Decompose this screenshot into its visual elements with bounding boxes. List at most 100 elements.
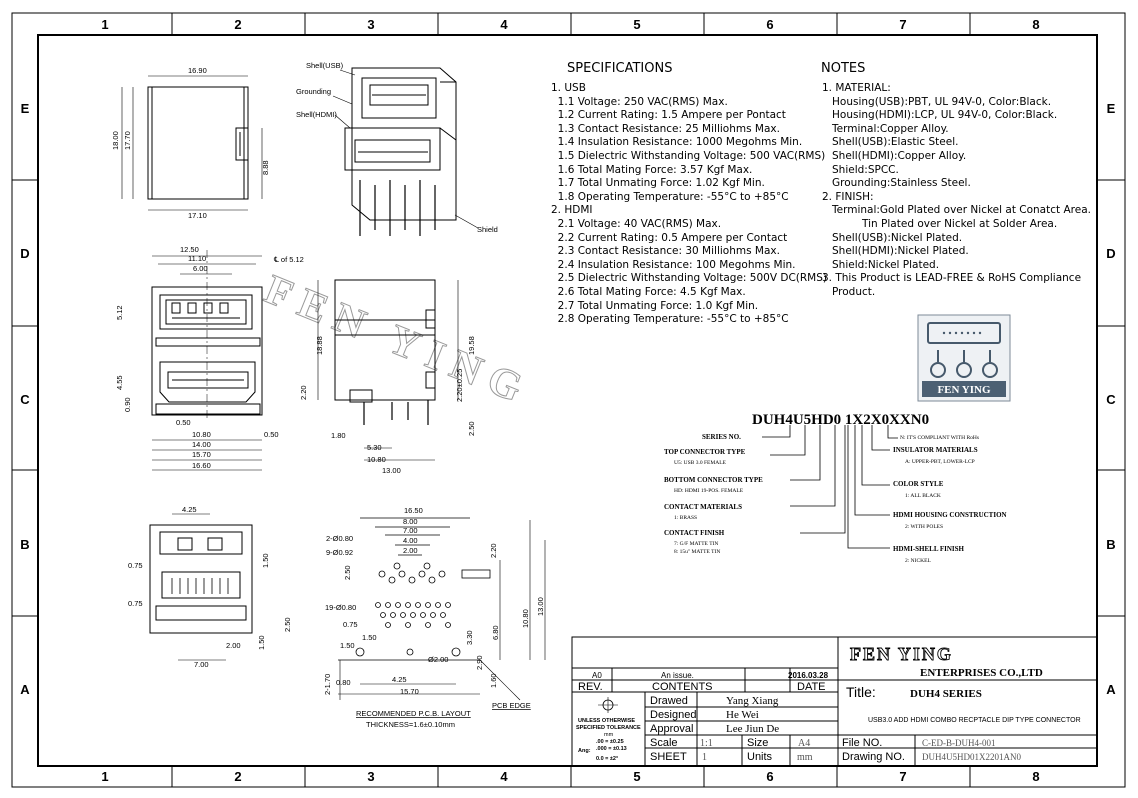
grid-row-e: E xyxy=(21,101,30,116)
grid-col-8: 8 xyxy=(1032,17,1039,32)
dim-text: 0.75 xyxy=(343,620,358,629)
company-name: FEN YING xyxy=(850,644,953,664)
note-line: 2. FINISH: xyxy=(822,190,874,203)
label-shell-usb: Shell(USB) xyxy=(306,61,344,70)
part-number-tree xyxy=(762,425,898,549)
grid-col-3: 3 xyxy=(367,17,374,32)
dim-text: 17.70 xyxy=(123,131,132,150)
units-label: Units xyxy=(747,751,773,763)
dim-text: 19.58 xyxy=(467,336,476,355)
front-view xyxy=(151,250,263,471)
rev-date: 2016.03.28 xyxy=(788,671,829,680)
grid-col-1: 1 xyxy=(101,17,108,32)
grid-col-4-bottom: 4 xyxy=(500,769,508,784)
spec-line: 2.6 Total Mating Force: 4.5 Kgf Max. xyxy=(551,285,746,298)
dim-text: 2.50 xyxy=(467,421,476,436)
dim-text: 12.50 xyxy=(180,245,199,254)
grid-row-a-right: A xyxy=(1106,682,1116,697)
rev-code: A0 xyxy=(592,671,602,680)
approval-value: Lee Jiun De xyxy=(726,723,779,735)
note-line: 3. This Product is LEAD-FREE & RoHS Comp… xyxy=(822,272,1082,285)
dim-text: 9-Ø0.92 xyxy=(326,548,353,557)
approval-label: Approval xyxy=(650,723,693,735)
description: USB3.0 ADD HDMI COMBO RECPTACLE DIP TYPE… xyxy=(868,717,1081,724)
note-line: Shell(USB):Elastic Steel. xyxy=(822,136,959,149)
part-number-code: DUH4U5HD0 1X2X0XXN0 xyxy=(752,412,929,428)
dim-text: 1.50 xyxy=(261,553,270,568)
dim-text: 2.20±0.25 xyxy=(455,369,464,402)
dim-text: 2-1.70 xyxy=(323,674,332,695)
pn-top-connector: TOP CONNECTOR TYPE xyxy=(664,448,746,456)
tolerance-line-1: UNLESS OTHERWISE xyxy=(578,718,635,724)
specifications-title: SPECIFICATIONS xyxy=(567,61,673,76)
dim-text: 5.30 xyxy=(367,443,382,452)
pcb-thickness: THICKNESS=1.6±0.10mm xyxy=(366,720,455,729)
designed-value: He Wei xyxy=(726,709,759,721)
spec-line: 1.2 Current Rating: 1.5 Ampere per Ponta… xyxy=(551,109,786,122)
pn-insulator-opt: A: UPPER-PBT, LOWER-LCP xyxy=(905,459,975,465)
dim-text: 13.00 xyxy=(536,597,545,616)
note-line: Shield:SPCC. xyxy=(822,163,899,176)
spec-line: 2.5 Dielectric Withstanding Voltage: 500… xyxy=(551,272,827,285)
top-view xyxy=(121,75,263,211)
scale-value: 1:1 xyxy=(700,738,713,749)
grid-row-b-right: B xyxy=(1106,537,1115,552)
dim-text: 4.25 xyxy=(182,505,197,514)
pcb-layout xyxy=(338,517,546,701)
pn-contact-mat: CONTACT MATERIALS xyxy=(664,503,742,511)
pn-color-opt: 1: ALL BLACK xyxy=(905,493,941,499)
note-line: Shell(HDMI):Copper Alloy. xyxy=(822,149,967,162)
grid-col-7: 7 xyxy=(899,17,906,32)
dim-text: 18.88 xyxy=(315,336,324,355)
rev-label: REV. xyxy=(578,681,603,693)
spec-line: 2. HDMI xyxy=(551,204,593,217)
dim-text: 2.50 xyxy=(283,617,292,632)
grid-col-5: 5 xyxy=(633,17,640,32)
dim-text: 6.00 xyxy=(193,264,208,273)
dim-text: 2.00 xyxy=(403,546,418,555)
pn-contact-finish-opt2: 8: 15u" MATTE TIN xyxy=(674,549,720,555)
grid-col-8-bottom: 8 xyxy=(1032,769,1039,784)
note-line: Terminal:Gold Plated over Nickel at Cona… xyxy=(822,204,1091,217)
tol-c: 0.0 = ±2° xyxy=(596,756,618,762)
grid-col-6: 6 xyxy=(766,17,773,32)
dim-text: 0.75 xyxy=(128,561,143,570)
spec-line: 1.3 Contact Resistance: 25 Milliohms Max… xyxy=(551,122,780,135)
drawed-value: Yang Xiang xyxy=(726,695,779,707)
dim-text: 1.50 xyxy=(257,635,266,650)
grid-row-a: A xyxy=(20,682,30,697)
dim-text: 17.10 xyxy=(188,211,207,220)
dim-text: 16.60 xyxy=(192,461,211,470)
label-shell-hdmi: Shell(HDMI) xyxy=(296,110,337,119)
designed-label: Designed xyxy=(650,709,696,721)
grid-row-d-right: D xyxy=(1106,246,1115,261)
fileno-label: File NO. xyxy=(842,737,882,749)
units-value: mm xyxy=(797,752,813,763)
pn-contact-finish-opt1: 7: G/F MATTE TIN xyxy=(674,541,718,547)
note-line: Grounding:Stainless Steel. xyxy=(822,177,971,190)
grid-row-e-right: E xyxy=(1107,101,1116,116)
grid-col-5-bottom: 5 xyxy=(633,769,640,784)
spec-line: 2.3 Contact Resistance: 30 Milliohms Max… xyxy=(551,245,780,258)
pn-bottom-connector-opt: HD: HDMI 19-POS. FEMALE xyxy=(674,488,744,494)
pn-hdmi-shell: HDMI-SHELL FINISH xyxy=(893,545,965,553)
dim-text: 7.00 xyxy=(194,660,209,669)
grid-col-2: 2 xyxy=(234,17,241,32)
dim-text: 4.00 xyxy=(403,536,418,545)
pcb-caption: RECOMMENDED P.C.B. LAYOUT xyxy=(356,709,471,718)
grid-col-4: 4 xyxy=(500,17,508,32)
dim-text: 1.60 xyxy=(489,673,498,688)
dim-text: 1.80 xyxy=(331,431,346,440)
logo-text: FEN YING xyxy=(937,384,991,396)
note-line: 1. MATERIAL: xyxy=(822,82,891,94)
dim-text: 0.90 xyxy=(123,397,132,412)
spec-line: 2.4 Insulation Resistance: 100 Megohms M… xyxy=(551,258,796,271)
notes-title: NOTES xyxy=(821,61,866,76)
scale-label: Scale xyxy=(650,737,678,749)
dim-text: 2-Ø0.80 xyxy=(326,534,353,543)
grid-col-1-bottom: 1 xyxy=(101,769,108,784)
title-block xyxy=(571,636,1098,767)
dim-text: 2.20 xyxy=(299,385,308,400)
grid-col-6-bottom: 6 xyxy=(766,769,773,784)
